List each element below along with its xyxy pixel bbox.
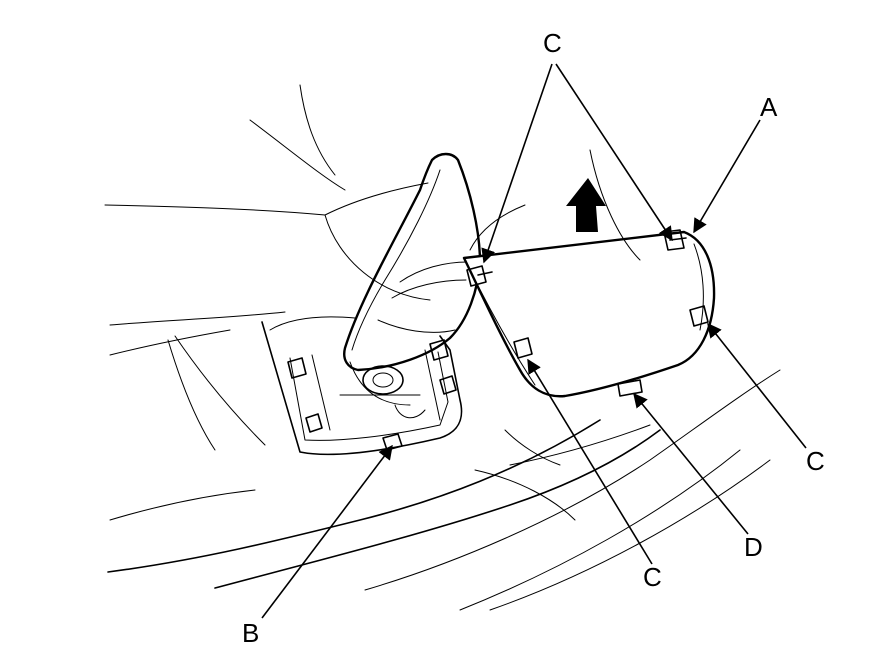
callout-c-bottom: C (643, 562, 662, 592)
console-opening (261, 316, 463, 456)
callout-a: A (760, 92, 778, 122)
removed-panel-a (462, 229, 716, 398)
shift-lever (343, 152, 482, 372)
callout-leaders (261, 63, 807, 619)
callout-d: D (744, 532, 763, 562)
callout-c-right: C (806, 446, 825, 476)
callout-c-top: C (543, 28, 562, 58)
up-arrow-icon (566, 149, 641, 261)
callout-b: B (242, 618, 259, 648)
